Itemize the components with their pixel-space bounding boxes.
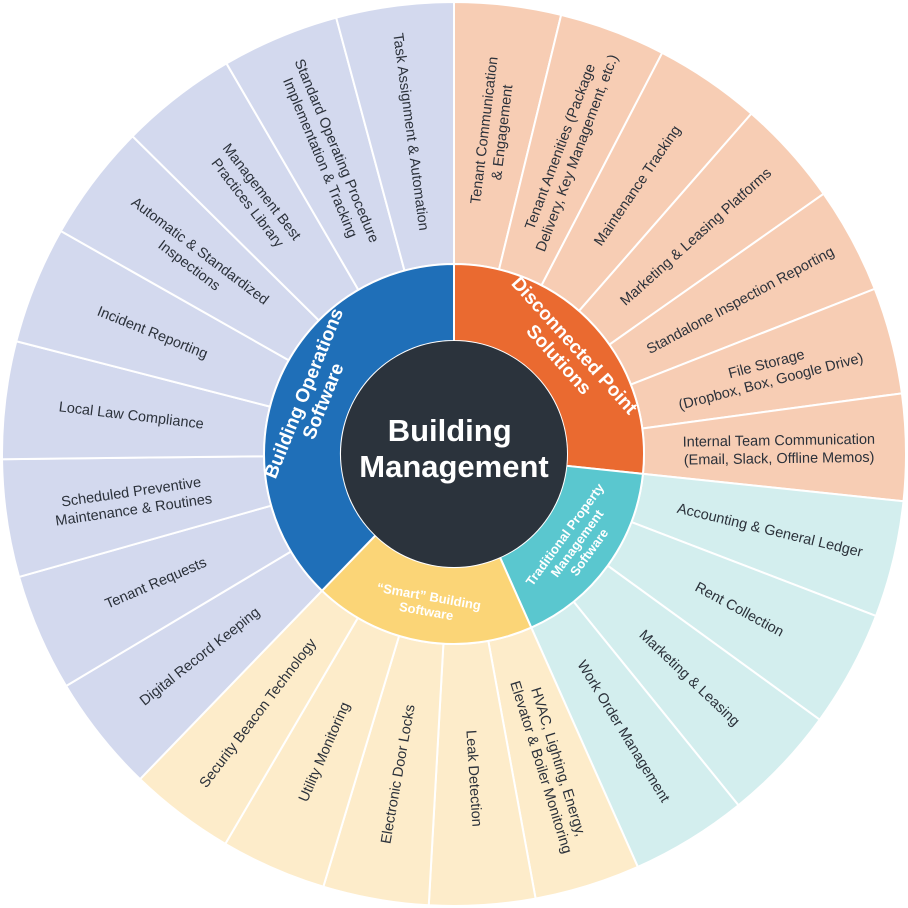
center-title: Building Management bbox=[359, 413, 548, 484]
center-title-line-2: Management bbox=[359, 449, 548, 484]
center-hub: Building Management bbox=[341, 341, 567, 567]
outer-item-leak-detection-label-line: Leak Detection bbox=[462, 730, 484, 828]
outer-item-scheduled-preventive-maintenance-routines: Scheduled PreventiveMaintenance & Routin… bbox=[1, 455, 273, 579]
category-smart: “Smart” BuildingSoftware bbox=[320, 533, 533, 645]
outer-item-electronic-door-locks: Electronic Door Locks bbox=[322, 634, 445, 907]
outer-item-local-law-compliance: Local Law Compliance bbox=[1, 340, 272, 461]
outer-item-leak-detection-label: Leak Detection bbox=[462, 730, 484, 828]
outer-item-internal-team-communication-email-slack-offline-memos-label-line: (Email, Slack, Offline Memos) bbox=[684, 450, 875, 469]
outer-item-tenant-communication-engagement: Tenant Communication& Engagement bbox=[453, 0, 563, 271]
outer-item-internal-team-communication-email-slack-offline-memos: Internal Team Communication(Email, Slack… bbox=[641, 392, 907, 503]
center-title-line-1: Building bbox=[388, 413, 512, 448]
outer-item-internal-team-communication-email-slack-offline-memos-label-line: Internal Team Communication bbox=[683, 432, 876, 451]
center-circle bbox=[341, 341, 567, 567]
outer-item-internal-team-communication-email-slack-offline-memos-label: Internal Team Communication(Email, Slack… bbox=[683, 432, 876, 469]
outer-item-rent-collection: Rent Collection bbox=[606, 520, 878, 722]
outer-item-tenant-amenities-package-delivery-key-management-etc: Tenant Amenities (PackageDelivery, Key M… bbox=[497, 13, 664, 287]
outer-item-utility-monitoring: Utility Monitoring bbox=[223, 616, 401, 888]
